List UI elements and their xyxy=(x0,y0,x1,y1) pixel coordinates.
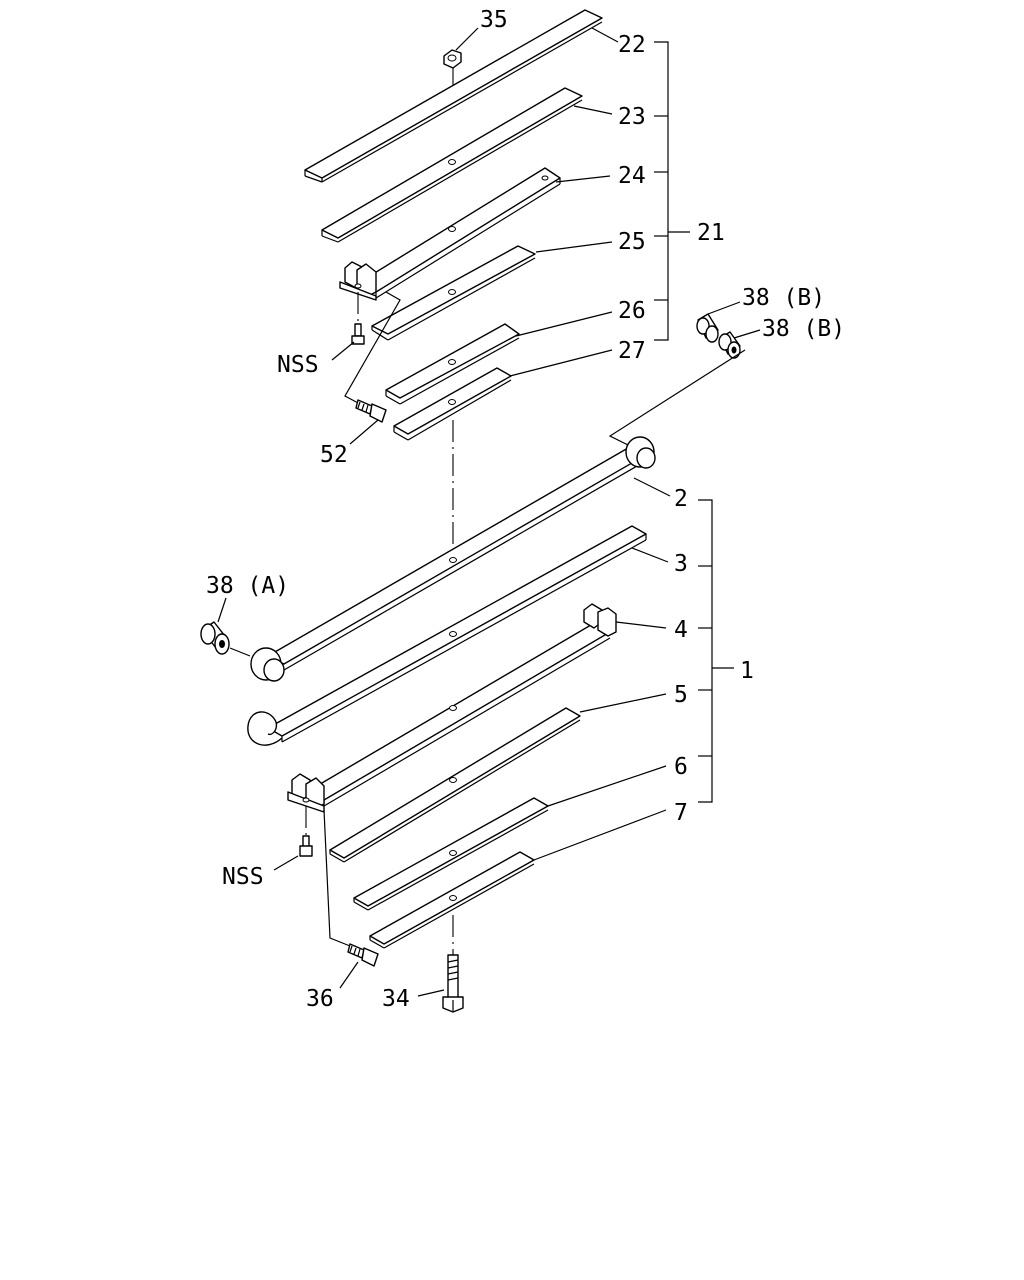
label-nss-lower: NSS xyxy=(222,864,264,890)
clip-upper xyxy=(339,261,377,301)
leaf-5 xyxy=(329,707,581,863)
label-38b-2: 38 (B) xyxy=(762,316,845,342)
label-nss-upper: NSS xyxy=(277,352,319,378)
leaf-26 xyxy=(385,323,520,405)
leaf-2 xyxy=(250,349,746,682)
label-1: 1 xyxy=(740,658,754,684)
label-38a: 38 (A) xyxy=(206,573,289,599)
nut-35 xyxy=(443,49,462,92)
bracket-1 xyxy=(698,499,734,803)
bolt-34 xyxy=(442,915,464,1013)
label-21: 21 xyxy=(697,220,725,246)
label-5: 5 xyxy=(674,682,688,708)
bolt-36 xyxy=(323,809,379,967)
label-24: 24 xyxy=(618,163,646,189)
bracket-21 xyxy=(654,41,690,341)
leaf-3 xyxy=(247,525,647,746)
leaf-22 xyxy=(304,9,603,183)
bolt-52 xyxy=(344,291,401,423)
label-4: 4 xyxy=(674,617,688,643)
label-27: 27 xyxy=(618,338,646,364)
bolt-nss-upper xyxy=(351,292,365,345)
label-22: 22 xyxy=(618,32,646,58)
bushing-38b-1 xyxy=(696,313,719,343)
leader-lines xyxy=(217,27,761,997)
label-36: 36 xyxy=(306,986,334,1012)
label-6: 6 xyxy=(674,754,688,780)
leaf-6 xyxy=(353,797,549,911)
label-23: 23 xyxy=(618,104,646,130)
bushing-38a xyxy=(200,621,251,657)
label-52: 52 xyxy=(320,442,348,468)
leaf-23 xyxy=(321,87,583,243)
label-34: 34 xyxy=(382,986,410,1012)
label-35: 35 xyxy=(480,7,508,33)
leaf-7 xyxy=(369,851,535,949)
label-26: 26 xyxy=(618,298,646,324)
label-2: 2 xyxy=(674,486,688,512)
label-3: 3 xyxy=(674,551,688,577)
clip-rear xyxy=(583,603,617,637)
bolt-nss-lower xyxy=(299,806,313,857)
clip-front xyxy=(287,773,325,813)
label-7: 7 xyxy=(674,800,688,826)
label-38b-1: 38 (B) xyxy=(742,285,825,311)
bushing-38b-2 xyxy=(718,331,741,359)
label-25: 25 xyxy=(618,229,646,255)
